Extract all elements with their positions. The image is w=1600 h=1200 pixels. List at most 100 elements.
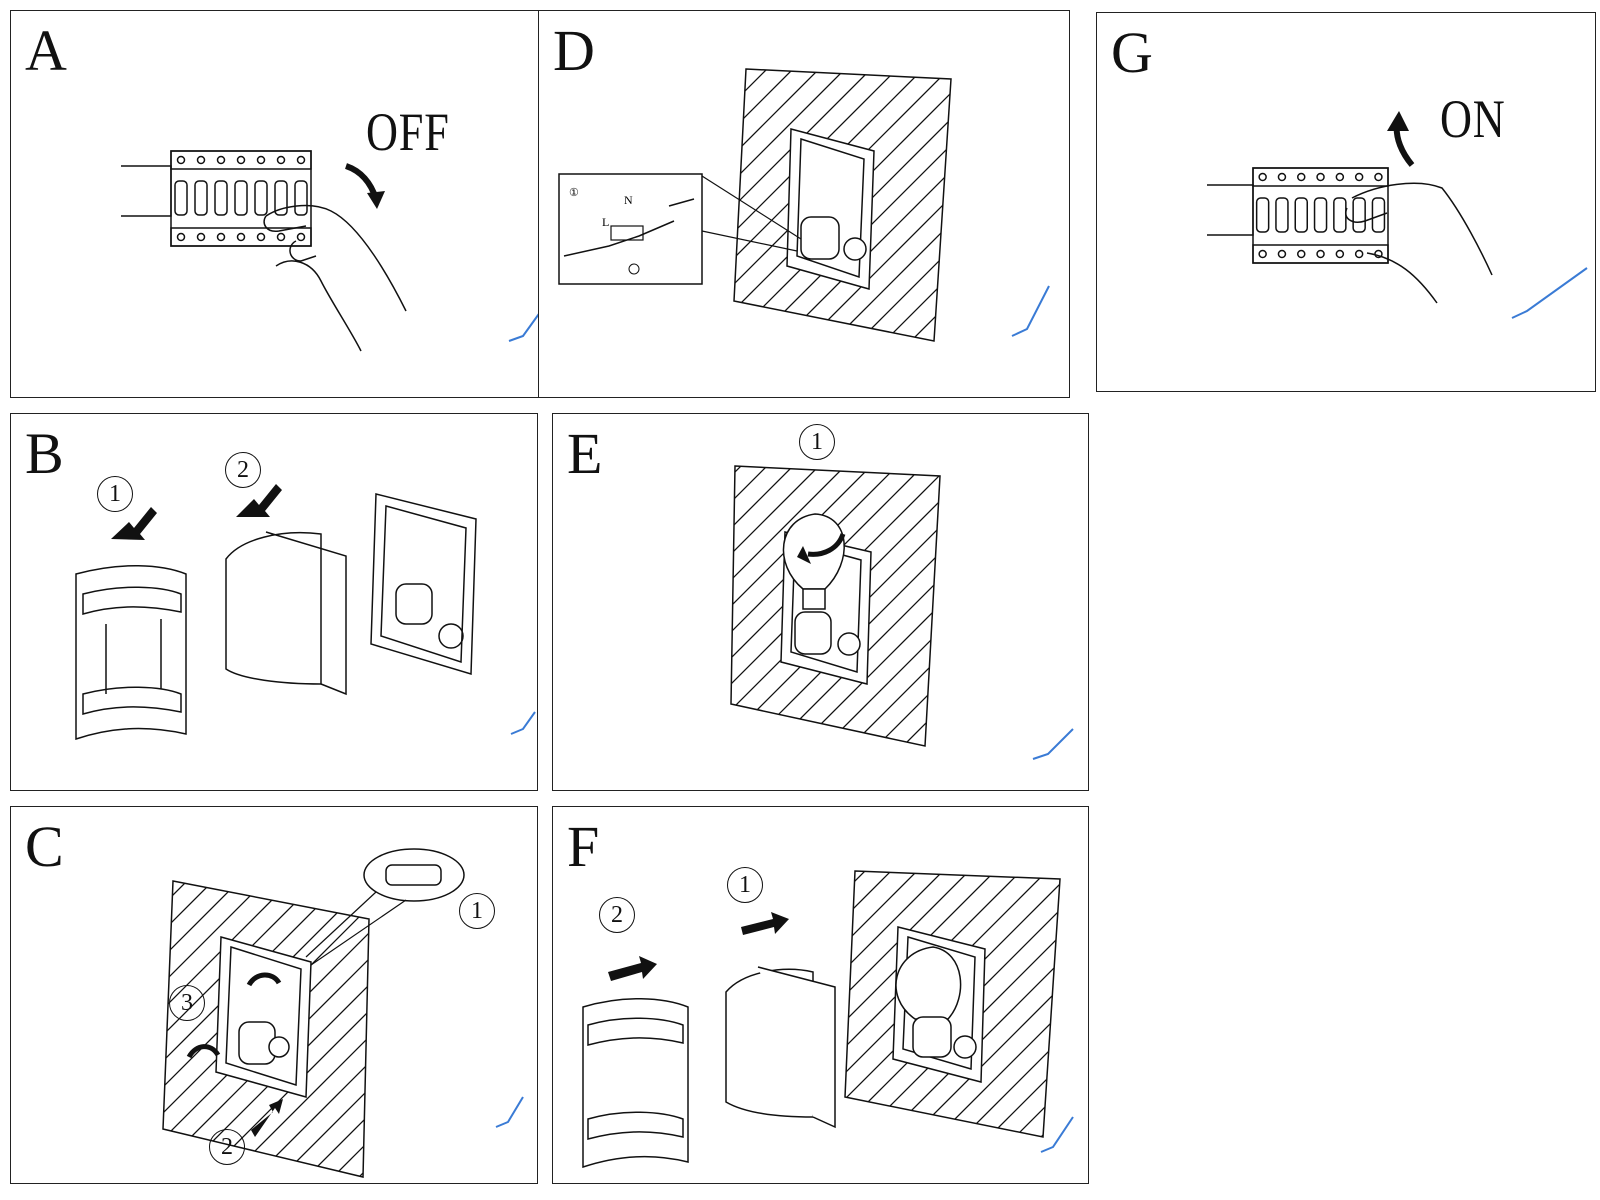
- hatch-line: [734, 69, 932, 341]
- lamp-cage-icon: [582, 998, 689, 1169]
- hatch-line: [816, 466, 940, 746]
- breaker-switch: [1275, 197, 1289, 233]
- check-mark-icon: [508, 310, 542, 342]
- breaker-switch: [1255, 197, 1270, 233]
- hatch-line: [848, 871, 1060, 1137]
- mounting-illustration: [11, 848, 537, 1183]
- screw-terminal: [176, 155, 186, 165]
- hatch-line: [845, 871, 927, 1137]
- hatch-line: [874, 69, 951, 341]
- hatch-line: [270, 881, 369, 1177]
- step-number: 2: [209, 1129, 245, 1165]
- screw-terminal: [216, 232, 226, 242]
- hatch-line: [731, 466, 832, 746]
- screw-terminal: [1297, 172, 1306, 182]
- hatch-line: [848, 69, 951, 341]
- hatch-line: [734, 69, 854, 341]
- panel-caption: ON: [1440, 89, 1506, 149]
- wall-fixture-icon: [370, 493, 477, 675]
- hatch-line: [920, 466, 940, 746]
- hatch-line: [926, 871, 1060, 1137]
- hatch-line: [738, 466, 940, 746]
- hatch-line: [973, 454, 1088, 754]
- hatch-line: [163, 881, 254, 1177]
- screw-terminal: [1316, 172, 1325, 182]
- hatch-line: [11, 867, 123, 1183]
- hatch-line: [11, 867, 71, 1183]
- screw-terminal: [296, 155, 306, 165]
- screw-terminal: [236, 232, 246, 242]
- hatch-line: [731, 466, 754, 746]
- panel-label: A: [25, 18, 67, 83]
- breaker-switch: [1333, 197, 1347, 233]
- hatch-line: [505, 867, 537, 1183]
- hatch-line: [553, 454, 675, 754]
- hatch-line: [978, 871, 1060, 1137]
- screw-terminal: [1297, 249, 1306, 259]
- lamp-shade-icon: [725, 966, 836, 1129]
- step-number: 1: [799, 424, 835, 460]
- breaker-switch: [194, 180, 208, 216]
- hatch-line: [731, 466, 806, 746]
- panel-caption: OFF: [366, 102, 450, 162]
- reassembly-illustration: [582, 870, 1074, 1169]
- hatch-line: [731, 466, 858, 746]
- disassembly-illustration: [75, 484, 536, 741]
- circuit-breaker-icon: [1252, 167, 1389, 264]
- step-number: 1: [727, 867, 763, 903]
- hatch-line: [796, 69, 951, 341]
- hatch-line: [1057, 61, 1069, 351]
- hatch-line: [553, 454, 649, 754]
- check-mark-icon: [1040, 1116, 1074, 1153]
- hatch-line: [1056, 871, 1060, 1137]
- step-number: 1: [97, 476, 133, 512]
- check-mark-icon: [1511, 267, 1588, 319]
- screw-terminal: [276, 155, 286, 165]
- panel-a: A OFF: [10, 10, 548, 398]
- screw-terminal: [276, 232, 286, 242]
- hatch-line: [1051, 454, 1088, 754]
- panel-label: E: [567, 421, 602, 486]
- hatch-line: [734, 69, 802, 341]
- panel-label: G: [1111, 20, 1153, 85]
- wall-fixture-icon: [892, 926, 986, 1083]
- hatch-line: [731, 466, 910, 746]
- breaker-switch: [234, 180, 248, 216]
- screw-terminal: [216, 155, 226, 165]
- hatch-line: [734, 69, 828, 341]
- screw-terminal: [1335, 249, 1345, 259]
- hatch-line: [894, 466, 940, 746]
- breaker-switch: [294, 180, 308, 216]
- panel-label: D: [553, 18, 595, 83]
- check-mark-icon: [495, 1096, 524, 1128]
- hand-icon: [1345, 182, 1493, 304]
- breaker-switch: [1294, 197, 1308, 233]
- panel-f: F 1 2: [552, 806, 1089, 1184]
- breaker-switch: [1313, 197, 1328, 233]
- step-number: 2: [599, 897, 635, 933]
- hatch-line: [874, 871, 1060, 1137]
- lamp-cage-icon: [75, 565, 187, 741]
- screw-terminal: [296, 232, 306, 242]
- panel-b: B 1 2: [10, 413, 538, 791]
- screw-terminal: [1354, 172, 1364, 182]
- screw-terminal: [1354, 249, 1364, 259]
- hatch-line: [900, 871, 1060, 1137]
- hatch-line: [375, 867, 537, 1183]
- wall-fixture-icon: [786, 128, 875, 290]
- screw-terminal: [1277, 249, 1287, 259]
- hatch-line: [553, 454, 727, 754]
- inset-marker: ①: [569, 187, 579, 199]
- hatch-line: [192, 881, 369, 1177]
- hatch-line: [163, 881, 228, 1177]
- screw-terminal: [1258, 249, 1267, 259]
- check-mark-icon: [1032, 728, 1074, 760]
- hatch-line: [926, 69, 951, 341]
- hatch-line: [218, 881, 369, 1177]
- hatch-line: [348, 881, 369, 1177]
- hatch-line: [163, 881, 280, 1177]
- hatch-line: [1031, 61, 1069, 351]
- screw-terminal: [236, 155, 246, 165]
- hatch-line: [11, 867, 149, 1183]
- hatch-line: [999, 454, 1088, 754]
